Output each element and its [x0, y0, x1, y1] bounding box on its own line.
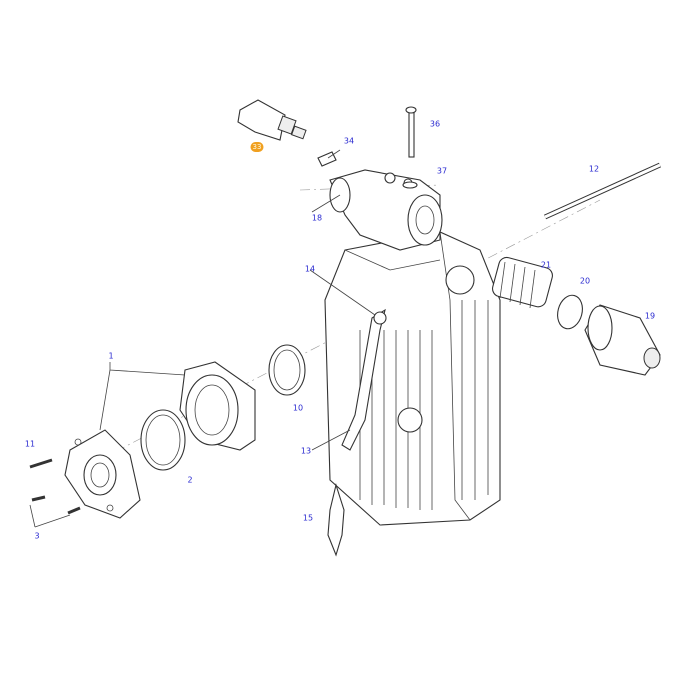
callout-14: 14: [304, 264, 316, 274]
callout-15: 15: [302, 513, 314, 523]
transmission-housing: [324, 231, 501, 526]
callout-11: 11: [24, 439, 36, 449]
valve-body: [329, 169, 443, 251]
solenoid-valve: [237, 99, 307, 141]
callout-34: 34: [343, 136, 355, 146]
flange: [64, 429, 141, 519]
callout-18: 18: [311, 213, 323, 223]
callout-2: 2: [187, 475, 193, 485]
callout-33-highlighted[interactable]: 33: [250, 142, 264, 152]
callout-10: 10: [292, 403, 304, 413]
filter: [584, 304, 661, 376]
callout-1: 1: [108, 351, 114, 361]
callout-20: 20: [579, 276, 591, 286]
spring: [491, 256, 553, 309]
callout-37: 37: [436, 166, 448, 176]
callout-19: 19: [644, 311, 656, 321]
callout-3: 3: [34, 531, 40, 541]
callout-21: 21: [540, 260, 552, 270]
callout-13: 13: [300, 446, 312, 456]
callout-12: 12: [588, 164, 600, 174]
bearing-housing: [179, 361, 256, 451]
callout-36: 36: [429, 119, 441, 129]
